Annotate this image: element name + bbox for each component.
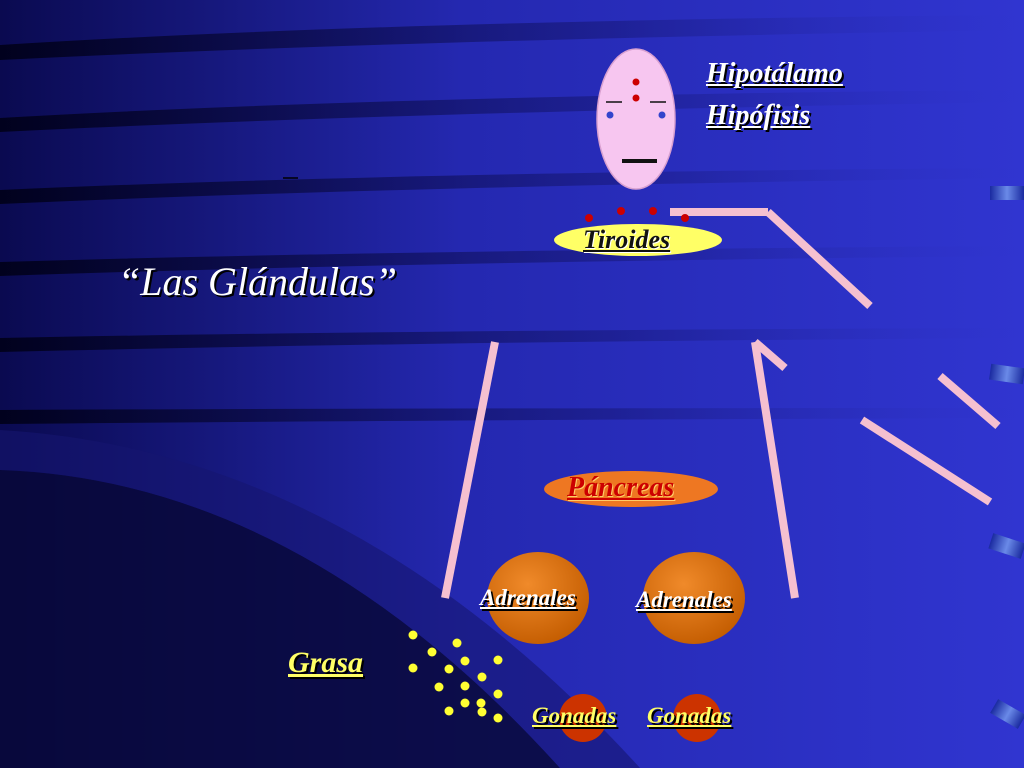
label-adrenales-right: Adrenales — [636, 587, 732, 612]
tiroides-shape — [554, 224, 722, 256]
pancreas-shape — [544, 471, 718, 507]
right-edge-tabs — [988, 186, 1024, 729]
label-grasa: Grasa — [288, 646, 364, 679]
torso-left-line — [441, 341, 499, 599]
label-pancreas: Páncreas — [567, 472, 675, 503]
gonad-left-shape — [559, 694, 607, 742]
label-gonadas-right: Gonadas — [647, 703, 732, 728]
left-eye-icon — [606, 111, 614, 119]
background-swoosh — [0, 470, 560, 768]
gonad-right-shape — [673, 694, 721, 742]
label-adrenales-left: Adrenales — [480, 585, 576, 610]
forearm-upper-line — [937, 372, 1001, 430]
label-hipotalamo: Hipotálamo — [706, 58, 843, 89]
body-outline — [441, 208, 1001, 599]
armpit-line — [752, 338, 788, 372]
forearm-lower-line — [859, 416, 993, 506]
adrenal-left-shape — [487, 552, 589, 644]
head — [596, 48, 676, 190]
background-swoosh-edge — [0, 430, 640, 768]
slide-title: “Las Glándulas” — [118, 259, 397, 304]
fat-dots — [408, 630, 503, 723]
right-eye-icon — [658, 111, 666, 119]
adrenal-right-shape — [643, 552, 745, 644]
label-gonadas-left: Gonadas — [532, 703, 617, 728]
thyroid-dots — [585, 207, 689, 222]
hypothalamus-dot — [632, 78, 640, 86]
label-tiroides: Tiroides — [583, 225, 671, 254]
pituitary-dot — [632, 94, 640, 102]
label-hipofisis: Hipófisis — [706, 100, 811, 131]
upper-arm-line — [765, 209, 873, 309]
torso-right-line — [751, 341, 799, 599]
